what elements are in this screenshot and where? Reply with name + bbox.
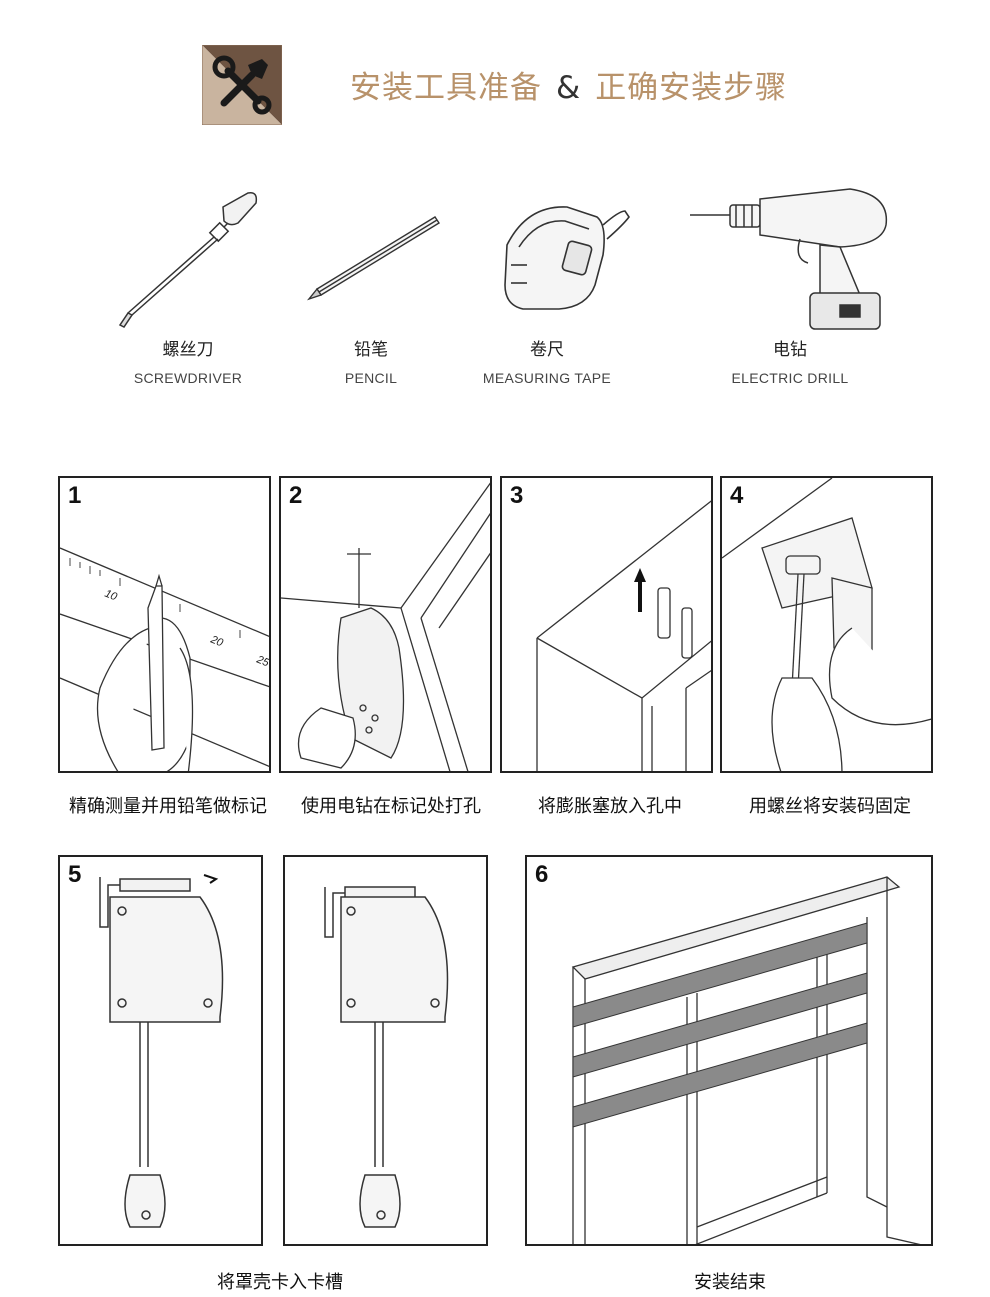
- step-2-caption: 使用电钻在标记处打孔: [301, 796, 481, 817]
- tool-name-cn: 螺丝刀: [162, 340, 214, 360]
- step-number: 2: [289, 482, 303, 509]
- step-number: 3: [510, 482, 524, 509]
- step-4-panel: 4: [720, 476, 933, 773]
- cover-clip-illustration-before: [99, 874, 224, 1228]
- step-1-caption: 精确测量并用铅笔做标记: [69, 796, 267, 817]
- tool-name-en: PENCIL: [344, 370, 398, 386]
- step-2-panel: 2: [279, 476, 492, 773]
- step-1-panel: 1 10 20 25: [58, 476, 271, 773]
- step-number: 4: [730, 482, 744, 509]
- tool-name-en: ELECTRIC DRILL: [731, 370, 849, 386]
- bracket-screwing-illustration: [722, 478, 931, 771]
- step-4-caption: 用螺丝将安装码固定: [749, 796, 911, 817]
- tool-screwdriver: 螺丝刀 SCREWDRIVER: [88, 185, 288, 386]
- ruler-mark-25: 25: [254, 653, 271, 669]
- electric-drill-icon: [690, 188, 888, 330]
- tool-name-cn: 卷尺: [530, 340, 564, 360]
- tool-name-cn: 铅笔: [354, 340, 388, 360]
- tool-name-en: MEASURING TAPE: [482, 370, 612, 386]
- step-6-caption: 安装结束: [694, 1272, 766, 1293]
- step-3-panel: 3: [500, 476, 713, 773]
- title-part-tools: 安装工具准备: [350, 70, 542, 106]
- step-5-panel-b: [283, 855, 488, 1246]
- ruler-mark-20: 20: [208, 633, 226, 649]
- page-title: 安装工具准备&正确安装步骤: [350, 62, 787, 107]
- anchor-plug-illustration: [536, 500, 711, 771]
- title-ampersand: &: [556, 70, 582, 106]
- tool-measuring-tape: 卷尺 MEASURING TAPE: [447, 185, 647, 386]
- ruler-marking-illustration: 10 20 25: [60, 547, 271, 771]
- tool-electric-drill: 电钻 ELECTRIC DRILL: [690, 185, 890, 386]
- title-part-steps: 正确安装步骤: [595, 70, 788, 106]
- step-5-caption: 将罩壳卡入卡槽: [217, 1272, 343, 1293]
- step-number: 5: [68, 861, 82, 888]
- tools-icon: [201, 44, 283, 126]
- cover-clip-illustration-after: [324, 886, 449, 1228]
- step-number: 6: [535, 861, 549, 888]
- tool-name-cn: 电钻: [773, 340, 807, 360]
- finished-blind-illustration: [571, 876, 921, 1244]
- step-5-panel-a: 5: [58, 855, 263, 1246]
- drilling-illustration: [281, 482, 490, 771]
- measuring-tape-icon: [504, 206, 630, 310]
- tool-pencil: 铅笔 PENCIL: [271, 185, 471, 386]
- step-3-caption: 将膨胀塞放入孔中: [538, 796, 682, 817]
- step-number: 1: [68, 482, 82, 509]
- ruler-mark-10: 10: [103, 588, 120, 604]
- pencil-icon: [306, 216, 440, 301]
- screwdriver-icon: [118, 191, 258, 328]
- tool-name-en: SCREWDRIVER: [133, 370, 243, 386]
- step-6-panel: 6: [525, 855, 933, 1246]
